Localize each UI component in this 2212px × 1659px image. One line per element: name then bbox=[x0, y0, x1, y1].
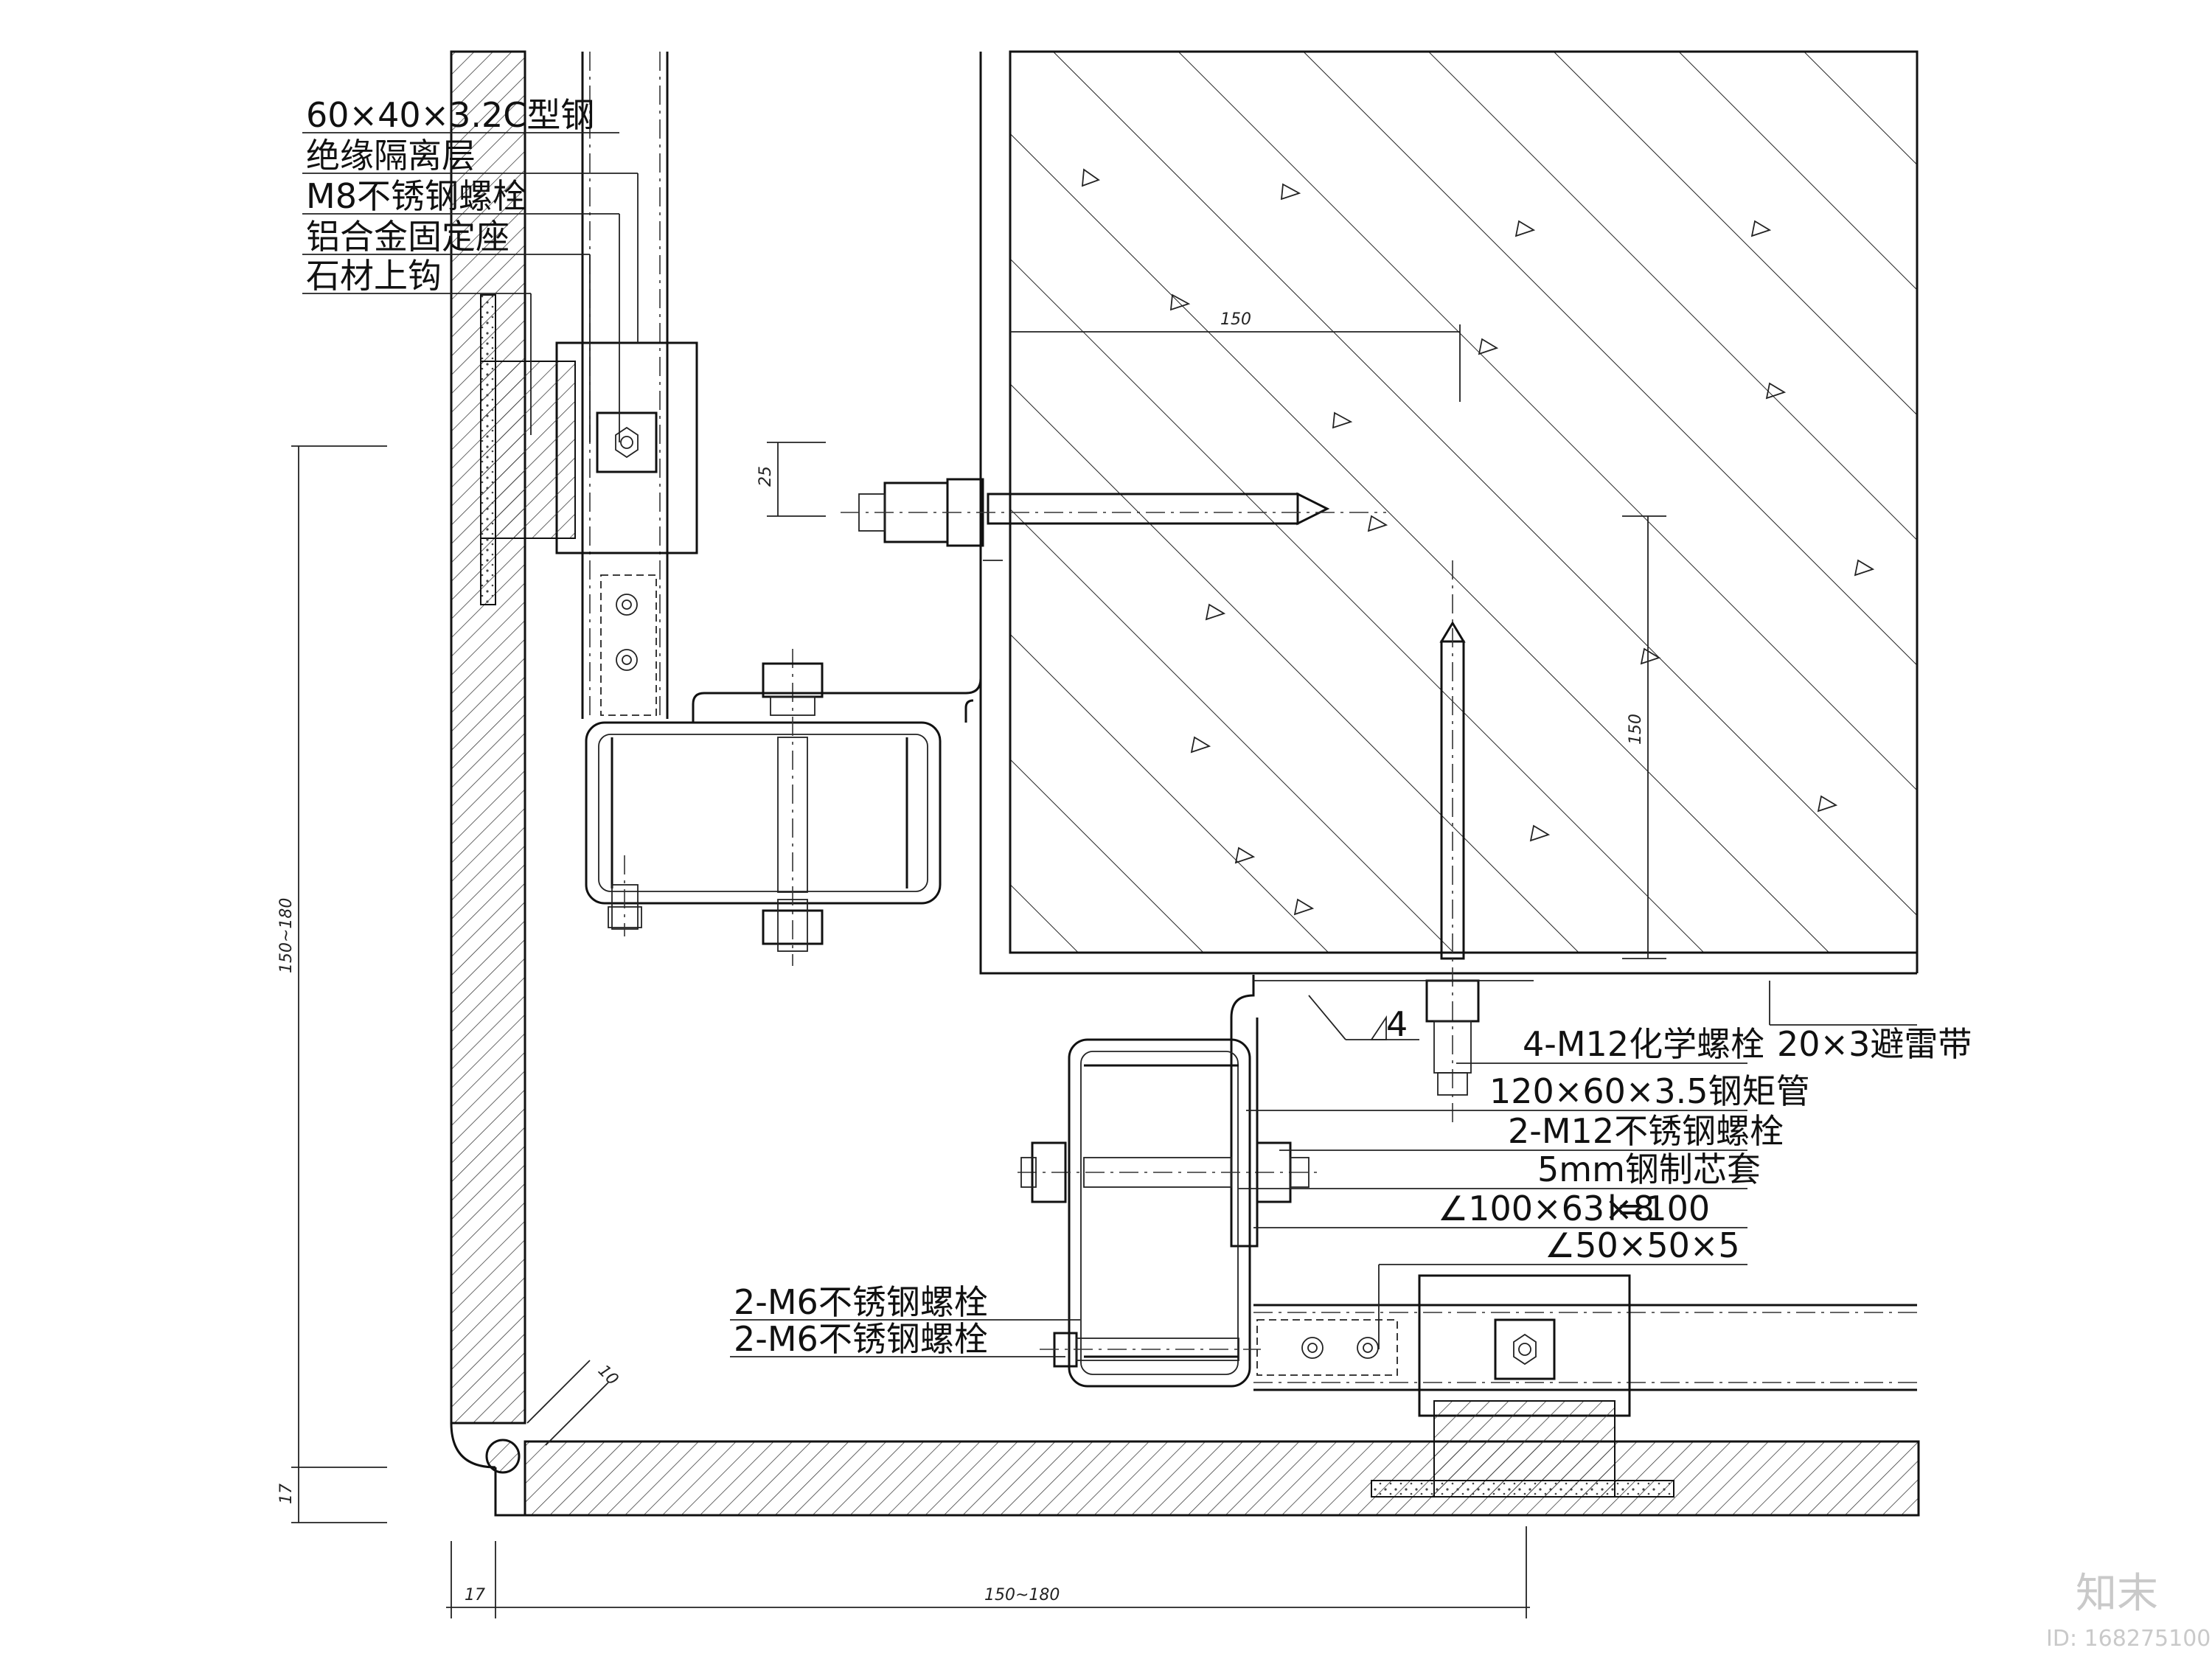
label-m6-bolt-2: 2-M6不锈钢螺栓 bbox=[734, 1319, 988, 1359]
label-weld-size: 4 bbox=[1386, 1004, 1408, 1044]
label-insulation-layer: 绝缘隔离层 bbox=[306, 136, 476, 175]
c-channel-vertical bbox=[581, 52, 669, 719]
stone-panel-left bbox=[450, 50, 526, 1469]
annotation-labels-left: 60×40×3.2C型钢 绝缘隔离层 M8不锈钢螺栓 铝合金固定座 石材上钩 bbox=[306, 95, 594, 296]
watermark-id: ID: 168275100 bbox=[2046, 1626, 2211, 1652]
label-steel-core-sleeve: 5mm钢制芯套 bbox=[1537, 1150, 1761, 1189]
aluminum-seat-bottom bbox=[1371, 1274, 1674, 1498]
angle-upper-and-bolt bbox=[692, 442, 1386, 723]
label-chemical-bolt: 4-M12化学螺栓 bbox=[1523, 1024, 1764, 1064]
annotation-labels-bottom: 2-M6不锈钢螺栓 2-M6不锈钢螺栓 bbox=[734, 1282, 988, 1359]
c-channel-horizontal bbox=[1253, 1304, 1917, 1391]
label-c-channel: 60×40×3.2C型钢 bbox=[306, 95, 594, 135]
label-m6-bolt-1: 2-M6不锈钢螺栓 bbox=[734, 1282, 988, 1322]
aluminum-seat-left bbox=[480, 294, 698, 605]
dim-left-17: 17 bbox=[277, 1484, 296, 1504]
label-m8-bolt: M8不锈钢螺栓 bbox=[306, 176, 526, 216]
dim-top-150: 150 bbox=[1220, 310, 1251, 329]
leaders-left bbox=[302, 132, 639, 442]
label-stone-upper-hook: 石材上钩 bbox=[306, 256, 442, 296]
watermark-brand: 知末 bbox=[2076, 1570, 2158, 1618]
dim-bottom-150-180: 150~180 bbox=[984, 1586, 1060, 1604]
dim-right-150: 150 bbox=[1627, 714, 1645, 745]
dim-bottom-17: 17 bbox=[465, 1586, 485, 1604]
label-aluminum-seat: 铝合金固定座 bbox=[306, 217, 509, 257]
label-angle-length: l=100 bbox=[1607, 1189, 1710, 1228]
steel-tube-lower bbox=[1018, 1038, 1320, 1388]
label-m12-bolt: 2-M12不锈钢螺栓 bbox=[1508, 1111, 1784, 1151]
watermark: 知末 ID: 168275100 bbox=[2046, 1570, 2211, 1652]
steel-tube-upper bbox=[585, 649, 942, 966]
stone-panel-bottom bbox=[485, 1439, 1920, 1517]
annotation-labels-right: 4-M12化学螺栓 120×60×3.5钢矩管 2-M12不锈钢螺栓 5mm钢制… bbox=[1386, 1004, 1972, 1265]
leaders-right bbox=[730, 981, 1917, 1357]
dimension-lines bbox=[291, 324, 1666, 1618]
label-angle-100x63: ∠100×63×8 bbox=[1438, 1189, 1655, 1228]
label-steel-rect-tube: 120×60×3.5钢矩管 bbox=[1489, 1071, 1810, 1111]
dim-25: 25 bbox=[757, 466, 775, 487]
dim-left-150-180: 150~180 bbox=[277, 898, 296, 973]
label-angle-50x50: ∠50×50×5 bbox=[1545, 1225, 1740, 1265]
dim-10: 10 bbox=[594, 1362, 622, 1389]
dimension-texts: 150 150 25 150~180 17 17 150~180 10 bbox=[277, 310, 1645, 1604]
label-lightning-strip: 20×3避雷带 bbox=[1777, 1024, 1972, 1064]
